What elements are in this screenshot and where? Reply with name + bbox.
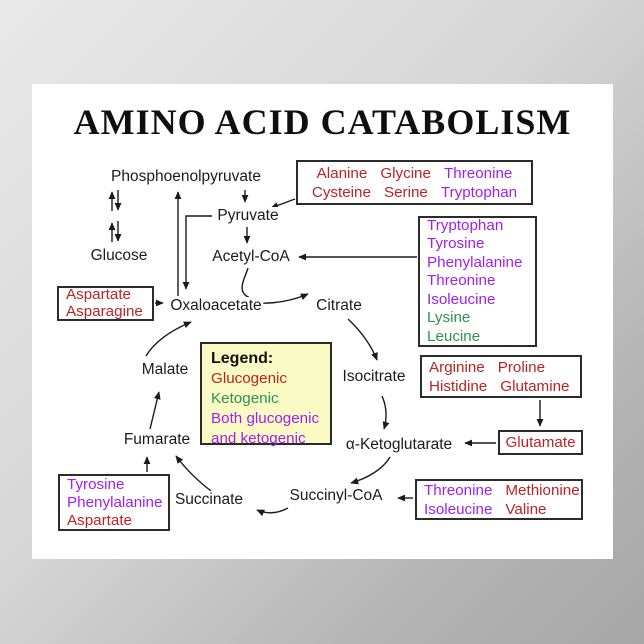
amino-acid-tryptophan: Tryptophan [427,217,504,235]
amino-acid-glutamine: Glutamine [500,377,570,395]
amino-box-row: Alanine Glycine Threonine [305,164,524,183]
node-pyruvate: Pyruvate [215,207,281,225]
amino-acid-methionine: Methionine [505,481,580,499]
node-alpha-ketoglutarate: α-Ketoglutarate [343,436,455,454]
amino-box-row: Phenylalanine [427,254,528,272]
amino-acid-tyrosine: Tyrosine [67,475,125,493]
glutamate-box: Glutamate [498,430,583,455]
amino-acid-threonine: Threonine [427,272,496,290]
node-isocitrate: Isocitrate [340,368,408,386]
amino-acid-aspartate: Aspartate [66,286,132,303]
amino-box-row: Tyrosine [67,476,161,494]
node-succinate: Succinate [172,491,246,509]
node-fumarate: Fumarate [121,431,193,449]
node-phosphoenolpyruvate: Phosphoenolpyruvate [109,168,263,186]
amino-box-row: Aspartate [67,512,161,530]
node-malate: Malate [139,361,191,379]
amino-acid-glutamate: Glutamate [505,434,576,451]
amino-box-row: Threonine [427,272,528,290]
node-succinyl-coa: Succinyl-CoA [287,487,385,505]
amino-acid-phenylalanine: Phenylalanine [427,253,523,271]
amino-acid-alanine: Alanine [316,164,368,182]
amino-box-row: Isoleucine [427,291,528,309]
amino-acid-isoleucine: Isoleucine [427,290,496,308]
node-acetyl-coa: Acetyl-CoA [210,248,292,266]
amino-box-row: Threonine Methionine [424,481,580,500]
amino-box-row: Isoleucine Valine [424,500,574,519]
legend-item-glucogenic: Glucogenic [211,370,287,387]
amino-box-row: Asparagine [66,302,145,321]
node-citrate: Citrate [314,297,364,315]
legend-item-both: Both glucogenic and ketogenic [211,410,320,447]
amino-acid-tyrosine: Tyrosine [427,235,485,253]
amino-acid-glycine: Glycine [380,164,431,182]
amino-acid-proline: Proline [497,358,546,376]
amino-box-row: Arginine Proline [429,358,573,377]
amino-acid-isoleucine: Isoleucine [424,500,493,518]
amino-acid-phenylalanine: Phenylalanine [67,493,163,511]
legend-heading: Legend: [211,350,274,367]
amino-box-row: Aspartate [66,286,145,304]
amino-acid-threonine: Threonine [424,481,493,499]
amino-acid-histidine: Histidine [429,377,488,395]
amino-box-row: Tryptophan [427,217,528,235]
amino-box-row: Tyrosine [427,235,528,253]
amino-box-row: Histidine Glutamine [429,377,573,396]
poster-title: AMINO ACID CATABOLISM [73,102,572,142]
legend-item-ketogenic: Ketogenic [211,390,279,407]
amino-box-row: Phenylalanine [67,493,163,512]
amino-box-row: Lysine [427,309,528,327]
amino-acid-valine: Valine [505,500,547,518]
amino-acid-tryptophan: Tryptophan [440,183,518,201]
node-oxaloacetate: Oxaloacetate [168,297,264,315]
node-glucose: Glucose [88,247,150,265]
amino-acid-aspartate: Aspartate [67,511,133,529]
amino-box-row: Cysteine Serine Tryptophan [305,183,524,202]
amino-box-row: Glutamate [500,433,581,452]
amino-acid-serine: Serine [383,183,428,201]
amino-acid-leucine: Leucine [427,327,481,345]
amino-acid-lysine: Lysine [427,309,471,327]
amino-box-row: Leucine [427,328,528,346]
amino-acid-arginine: Arginine [429,358,485,376]
amino-acid-threonine: Threonine [443,164,513,182]
amino-acid-cysteine: Cysteine [311,183,371,201]
amino-acid-asparagine: Asparagine [66,302,143,320]
